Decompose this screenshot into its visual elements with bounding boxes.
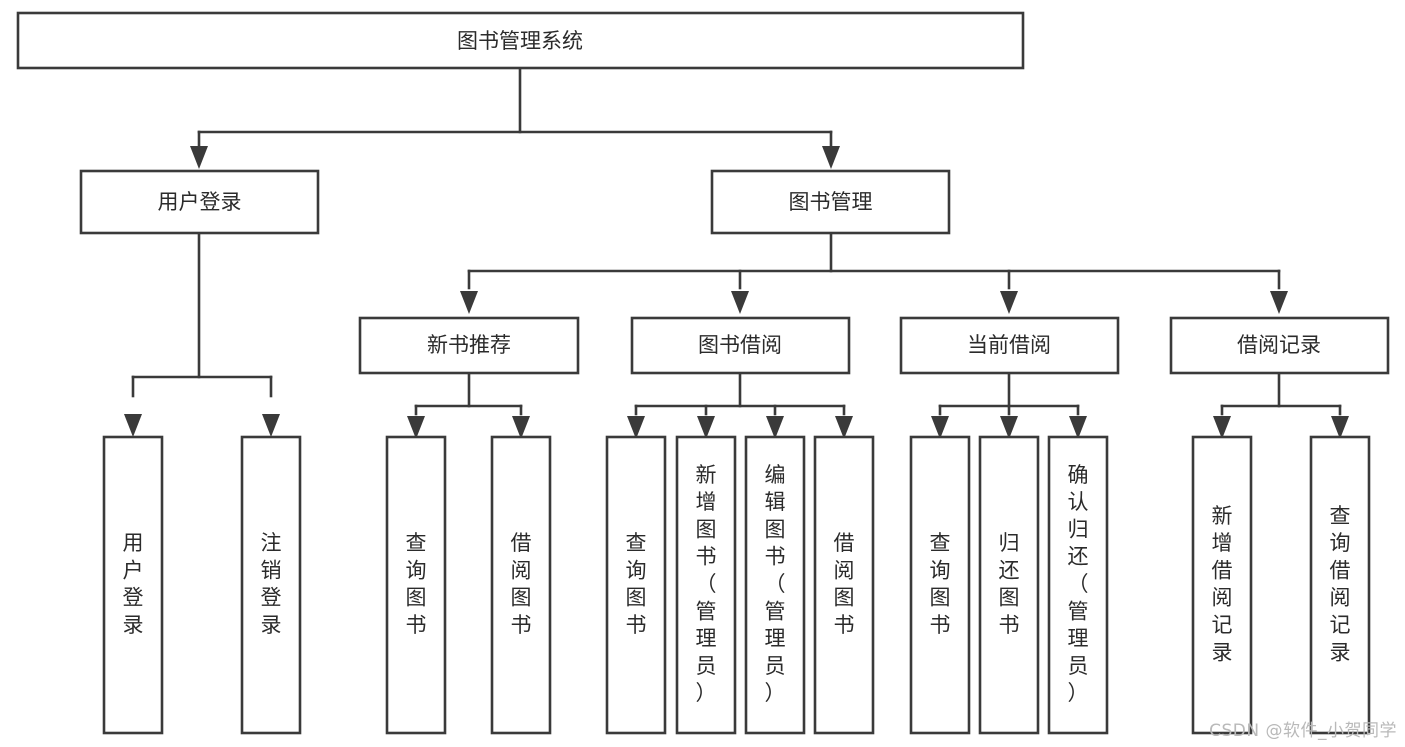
leaf-current-borrow-3-box[interactable]: [1047, 435, 1109, 735]
arrow-to-book-borrow: [731, 291, 749, 314]
connectors: [124, 67, 1349, 439]
leaf-current-borrow-3[interactable]: 确认归还（管理员）: [1047, 435, 1109, 735]
leaf-user-login-2-box[interactable]: [240, 435, 302, 735]
arrow-borrow-leaf-4: [835, 416, 853, 439]
leaf-book-borrow-4[interactable]: 借阅图书: [813, 435, 875, 735]
arrow-borrow-leaf-3: [766, 416, 784, 439]
leaf-new-book-1-box[interactable]: [385, 435, 447, 735]
leaf-book-borrow-4-box[interactable]: [813, 435, 875, 735]
arrow-record-leaf-2: [1331, 416, 1349, 439]
node-borrow-record-label: 借阅记录: [1237, 333, 1321, 357]
arrow-current-leaf-2: [1000, 416, 1018, 439]
leaf-user-login-1[interactable]: 用户登录: [102, 435, 164, 735]
arrow-to-borrow-record: [1270, 291, 1288, 314]
arrow-to-new-book: [460, 291, 478, 314]
arrow-newbook-leaf-2: [512, 416, 530, 439]
leaf-book-borrow-3-box[interactable]: [744, 435, 806, 735]
arrow-current-leaf-3: [1069, 416, 1087, 439]
node-user-login-box[interactable]: [79, 169, 320, 235]
leaf-borrow-record-2-label: 查询借阅记录: [1330, 504, 1351, 665]
leaf-new-book-1-label: 查询图书: [406, 531, 427, 637]
node-root-label: 图书管理系统: [457, 29, 583, 53]
arrow-to-user-login: [190, 146, 208, 169]
leaf-user-login-2[interactable]: 注销登录: [240, 435, 302, 735]
node-book-borrow-label: 图书借阅: [698, 333, 782, 357]
leaf-book-borrow-3-label: 编辑图书（管理员）: [765, 463, 786, 705]
leaf-new-book-2-box[interactable]: [490, 435, 552, 735]
leaf-book-borrow-2-label: 新增图书（管理员）: [696, 463, 717, 705]
node-user-login-label: 用户登录: [158, 190, 242, 214]
leaf-new-book-2[interactable]: 借阅图书: [490, 435, 552, 735]
leaf-current-borrow-3-label: 确认归还（管理员）: [1068, 463, 1089, 705]
node-book-borrow[interactable]: 图书借阅: [630, 316, 851, 375]
node-new-book-recommend-box[interactable]: [358, 316, 580, 375]
leaf-book-borrow-3[interactable]: 编辑图书（管理员）: [744, 435, 806, 735]
leaf-borrow-record-1-label: 新增借阅记录: [1212, 504, 1233, 665]
node-book-management[interactable]: 图书管理: [710, 169, 951, 235]
arrow-user-leaf-2: [262, 414, 280, 437]
arrow-borrow-leaf-2: [697, 416, 715, 439]
node-current-borrow-label: 当前借阅: [967, 333, 1051, 357]
node-borrow-record-box[interactable]: [1169, 316, 1390, 375]
leaf-user-login-2-label: 注销登录: [261, 531, 282, 637]
node-new-book-recommend-label: 新书推荐: [427, 333, 511, 357]
node-new-book-recommend[interactable]: 新书推荐: [358, 316, 580, 375]
leaf-borrow-record-1[interactable]: 新增借阅记录: [1191, 435, 1253, 735]
arrow-newbook-leaf-1: [407, 416, 425, 439]
leaf-current-borrow-2-box[interactable]: [978, 435, 1040, 735]
leaf-book-borrow-1[interactable]: 查询图书: [605, 435, 667, 735]
leaf-book-borrow-2[interactable]: 新增图书（管理员）: [675, 435, 737, 735]
leaf-current-borrow-1[interactable]: 查询图书: [909, 435, 971, 735]
arrow-record-leaf-1: [1213, 416, 1231, 439]
leaf-book-borrow-4-label: 借阅图书: [834, 531, 855, 637]
leaf-current-borrow-2-label: 归还图书: [999, 531, 1020, 637]
leaf-book-borrow-1-label: 查询图书: [626, 531, 647, 637]
node-current-borrow[interactable]: 当前借阅: [899, 316, 1120, 375]
node-root[interactable]: 图书管理系统: [16, 11, 1025, 70]
leaf-new-book-1[interactable]: 查询图书: [385, 435, 447, 735]
node-borrow-record[interactable]: 借阅记录: [1169, 316, 1390, 375]
node-user-login[interactable]: 用户登录: [79, 169, 320, 235]
leaf-current-borrow-2[interactable]: 归还图书: [978, 435, 1040, 735]
leaf-borrow-record-2[interactable]: 查询借阅记录: [1309, 435, 1371, 735]
node-root-box[interactable]: [16, 11, 1025, 70]
leaf-user-login-1-label: 用户登录: [123, 531, 144, 637]
leaf-book-borrow-2-box[interactable]: [675, 435, 737, 735]
arrow-to-current-borrow: [1000, 291, 1018, 314]
leaf-user-login-1-box[interactable]: [102, 435, 164, 735]
arrow-current-leaf-1: [931, 416, 949, 439]
leaf-book-borrow-1-box[interactable]: [605, 435, 667, 735]
leaf-current-borrow-1-label: 查询图书: [930, 531, 951, 637]
leaf-borrow-record-2-box[interactable]: [1309, 435, 1371, 735]
arrow-user-leaf-1: [124, 414, 142, 437]
leaf-new-book-2-label: 借阅图书: [511, 531, 532, 637]
arrow-to-book-mgmt: [822, 146, 840, 169]
node-current-borrow-box[interactable]: [899, 316, 1120, 375]
node-book-management-label: 图书管理: [789, 190, 873, 214]
leaf-current-borrow-1-box[interactable]: [909, 435, 971, 735]
node-book-management-box[interactable]: [710, 169, 951, 235]
leaf-borrow-record-1-box[interactable]: [1191, 435, 1253, 735]
arrow-borrow-leaf-1: [627, 416, 645, 439]
node-book-borrow-box[interactable]: [630, 316, 851, 375]
